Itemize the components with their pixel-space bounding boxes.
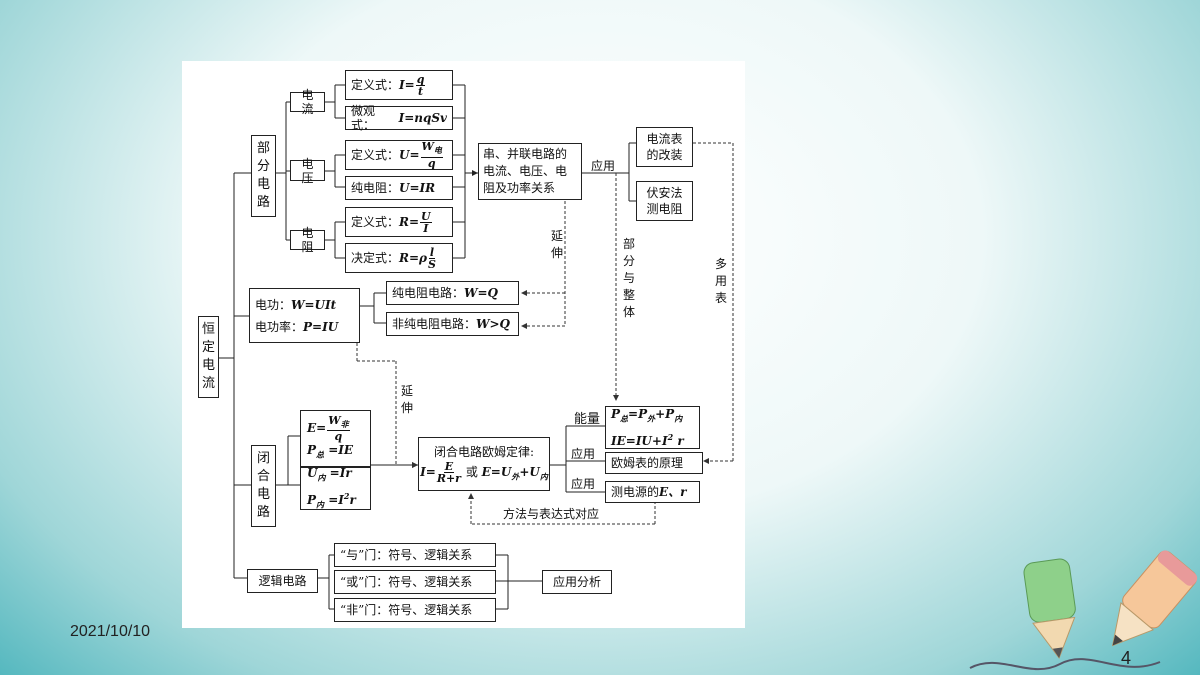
extend-text-bottom: 延伸 xyxy=(400,384,413,415)
logic-circuit-label: 逻辑电路 xyxy=(258,574,307,588)
app-analysis-box: 应用分析 xyxy=(542,570,612,594)
apply-label-mid: 应用 xyxy=(571,447,596,461)
ammeter-mod-box: 电流表的改装 xyxy=(636,127,693,167)
extend-label-top: 延伸 xyxy=(550,228,564,262)
logic-circuit-box: 逻辑电路 xyxy=(247,569,318,593)
apply-label-bottom: 应用 xyxy=(571,477,596,491)
nonpure-circuit-label: 非纯电阻电路： xyxy=(392,317,477,331)
extend-label-bottom: 延伸 xyxy=(400,383,414,417)
nonpure-circuit-box: 非纯电阻电路：W>Q xyxy=(386,312,519,336)
micro-formula: I=nqSv xyxy=(398,111,447,125)
ammeter-mod-label: 电流表的改装 xyxy=(646,132,683,162)
connector-lines xyxy=(219,84,734,610)
not-gate-box: “非”门：符号、逻辑关系 xyxy=(334,598,496,622)
measure-source-vars: E、r xyxy=(659,485,687,499)
and-gate-label: “与”门：符号、逻辑关系 xyxy=(340,548,473,562)
resistance-def-label: 定义式： xyxy=(351,215,400,229)
current-def-label: 定义式： xyxy=(351,78,400,92)
energy-label: 能量 xyxy=(574,412,601,427)
app-analysis-label: 应用分析 xyxy=(552,575,601,589)
pure-res-formula: U=IR xyxy=(399,181,436,195)
part-whole-label: 部分与整体 xyxy=(622,236,636,321)
slide-date: 2021/10/10 xyxy=(70,623,151,640)
method-expr-label: 方法与表达式对应 xyxy=(503,507,600,521)
ohm-law-title: 闭合电路欧姆定律: xyxy=(433,444,535,459)
resistance-label: 电阻 xyxy=(301,226,314,254)
closed-circuit-node: 闭合电路 xyxy=(251,445,276,527)
work-label: 电功： xyxy=(255,297,292,312)
resistance-node: 电阻 xyxy=(290,226,325,254)
pure-circuit-label: 纯电阻电路： xyxy=(392,286,465,300)
root-node: 恒定电流 xyxy=(198,316,219,398)
multimeter-text: 多用表 xyxy=(714,257,727,305)
or-label: 或 xyxy=(465,464,478,479)
multimeter-label: 多用表 xyxy=(714,256,728,307)
part-whole-text: 部分与整体 xyxy=(622,237,635,319)
closed-circuit-label: 闭合电路 xyxy=(257,451,271,520)
or-gate-label: “或”门：符号、逻辑关系 xyxy=(340,575,473,589)
current-micro-box: 微观式： I=nqSv xyxy=(345,104,453,132)
energy-box: P总=P外+P内 IE=IU+I2 r xyxy=(605,406,700,449)
ohmmeter-box: 欧姆表的原理 xyxy=(605,452,703,474)
extend-text-top: 延伸 xyxy=(550,229,563,260)
current-node: 电流 xyxy=(290,88,325,116)
series-parallel-box: 串、并联电路的电流、电压、电阻及功率关系 xyxy=(478,143,582,200)
nonpure-circuit-formula: W>Q xyxy=(476,317,510,331)
voltage-node: 电压 xyxy=(290,157,325,185)
series-parallel-label: 串、并联电路的电流、电压、电阻及功率关系 xyxy=(483,147,568,195)
voltage-label: 电压 xyxy=(301,156,314,185)
pure-circuit-formula: W=Q xyxy=(464,286,498,300)
pure-resistance-box: 纯电阻： U=IR xyxy=(345,176,453,200)
current-label: 电流 xyxy=(301,88,314,116)
voltammetry-label: 伏安法测电阻 xyxy=(646,186,683,216)
micro-label: 微观式： xyxy=(351,104,376,132)
measure-source-label: 测电源的 xyxy=(611,485,660,499)
part-circuit-node: 部分电路 xyxy=(251,135,276,217)
and-gate-box: “与”门：符号、逻辑关系 xyxy=(334,543,496,567)
work-formula: W=UIt xyxy=(291,297,337,312)
decide-label: 决定式： xyxy=(351,251,400,265)
or-gate-box: “或”门：符号、逻辑关系 xyxy=(334,570,496,594)
root-label: 恒定电流 xyxy=(202,322,216,391)
apply-label-top: 应用 xyxy=(591,159,616,173)
not-gate-label: “非”门：符号、逻辑关系 xyxy=(340,603,473,617)
power-formula: P=IU xyxy=(303,319,339,334)
internal-box: U内 =Ir P内 =I2r xyxy=(300,466,371,510)
voltage-def-label: 定义式： xyxy=(351,148,400,162)
pencils-decoration-icon xyxy=(969,550,1198,671)
ohmmeter-label: 欧姆表的原理 xyxy=(611,456,684,470)
work-power-box: 电功：W=UIt 电功率：P=IU xyxy=(249,288,360,343)
page-number: 4 xyxy=(1121,648,1132,668)
power-label: 电功率： xyxy=(255,319,304,334)
pure-circuit-box: 纯电阻电路：W=Q xyxy=(386,281,519,305)
part-circuit-label: 部分电路 xyxy=(257,141,271,210)
pure-res-label: 纯电阻： xyxy=(351,181,400,195)
voltammetry-box: 伏安法测电阻 xyxy=(636,181,693,221)
